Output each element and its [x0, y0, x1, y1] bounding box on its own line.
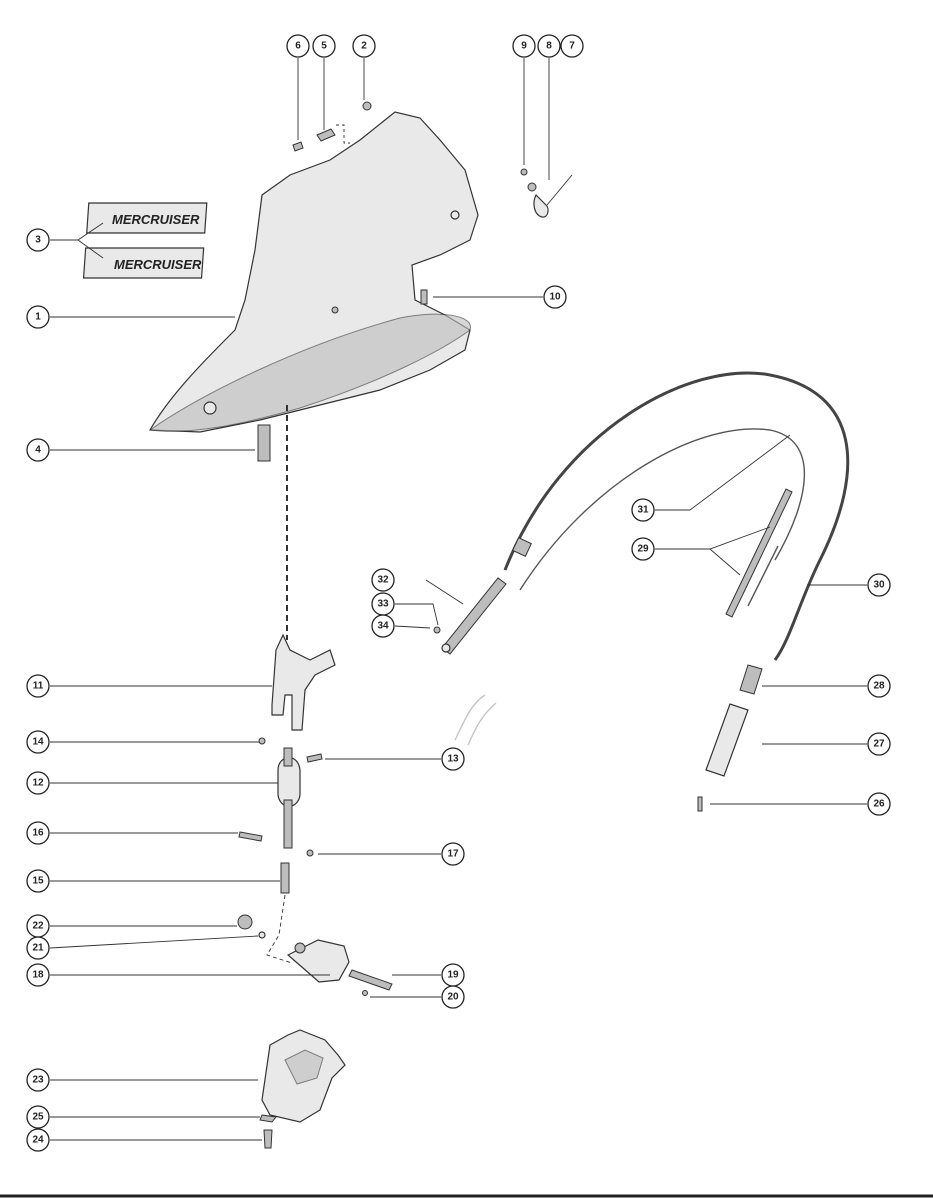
shift-plate-assembly: [259, 1029, 346, 1149]
svg-text:19: 19: [447, 970, 459, 981]
drive-housing: [148, 111, 479, 433]
callout-26: 26: [867, 792, 891, 816]
callout-17: 17: [441, 842, 465, 866]
leader-lines: [49, 58, 867, 1141]
callout-22: 22: [26, 914, 50, 938]
svg-text:14: 14: [32, 737, 44, 748]
pin: [697, 796, 703, 812]
svg-text:24: 24: [32, 1135, 44, 1146]
svg-text:6: 6: [295, 41, 301, 52]
svg-text:30: 30: [873, 580, 885, 591]
svg-text:27: 27: [873, 739, 885, 750]
svg-text:9: 9: [521, 41, 527, 52]
svg-text:8: 8: [546, 41, 552, 52]
callout-18: 18: [26, 963, 50, 987]
svg-text:28: 28: [873, 681, 885, 692]
svg-text:7: 7: [569, 41, 575, 52]
shift-cable-assembly: [433, 371, 850, 661]
callout-30: 30: [867, 573, 891, 597]
shift-wire: [747, 545, 779, 607]
callout-11: 11: [26, 674, 50, 698]
callout-31: 31: [631, 498, 655, 522]
svg-text:3: 3: [35, 235, 41, 246]
svg-text:17: 17: [447, 849, 459, 860]
mount-hole-icon: [203, 401, 217, 415]
mount-hole-icon: [331, 306, 339, 314]
callout-1: 1: [26, 305, 50, 329]
svg-text:33: 33: [377, 599, 389, 610]
callout-20: 20: [441, 985, 465, 1009]
cable-boot: [705, 703, 749, 777]
decal-lower: MERCRUISER: [82, 247, 205, 279]
svg-text:15: 15: [32, 876, 44, 887]
callout-28: 28: [867, 674, 891, 698]
callout-6: 6: [286, 34, 310, 58]
svg-text:25: 25: [32, 1112, 44, 1123]
svg-text:21: 21: [32, 943, 44, 954]
svg-text:5: 5: [321, 41, 327, 52]
svg-text:16: 16: [32, 828, 44, 839]
callout-33: 33: [371, 592, 395, 616]
svg-text:2: 2: [361, 41, 367, 52]
svg-text:31: 31: [637, 505, 649, 516]
cable-end-fitting: [739, 664, 763, 695]
callout-9: 9: [512, 34, 536, 58]
callout-3: 3: [26, 228, 50, 252]
shift-tube: [725, 488, 793, 618]
svg-text:11: 11: [33, 681, 44, 692]
svg-text:34: 34: [377, 621, 389, 632]
decal-upper-text: MERCRUISER: [112, 212, 200, 227]
svg-text:10: 10: [549, 292, 561, 303]
svg-text:13: 13: [447, 754, 459, 765]
callout-21: 21: [26, 936, 50, 960]
small-hardware-top: [257, 101, 573, 462]
decal-lower-text: MERCRUISER: [114, 257, 202, 272]
callout-27: 27: [867, 732, 891, 756]
svg-text:1: 1: [35, 312, 41, 323]
callout-23: 23: [26, 1068, 50, 1092]
svg-text:4: 4: [35, 445, 41, 456]
svg-text:12: 12: [32, 778, 44, 789]
svg-text:22: 22: [32, 921, 44, 932]
callout-4: 4: [26, 438, 50, 462]
callout-32: 32: [371, 568, 395, 592]
callouts: 6 5 2 9 8 7 3 1 10 4 31 29 32 30 33 34 1…: [26, 34, 891, 1152]
callout-29: 29: [631, 537, 655, 561]
callout-10: 10: [543, 285, 567, 309]
svg-text:23: 23: [32, 1075, 44, 1086]
svg-text:20: 20: [447, 992, 459, 1003]
callout-8: 8: [537, 34, 561, 58]
shift-bracket: [237, 633, 393, 996]
callout-7: 7: [560, 34, 584, 58]
callout-13: 13: [441, 747, 465, 771]
svg-text:29: 29: [637, 544, 649, 555]
svg-text:26: 26: [873, 799, 885, 810]
svg-text:18: 18: [32, 970, 44, 981]
callout-12: 12: [26, 771, 50, 795]
callout-2: 2: [352, 34, 376, 58]
callout-14: 14: [26, 730, 50, 754]
callout-34: 34: [371, 614, 395, 638]
svg-text:32: 32: [377, 575, 389, 586]
callout-24: 24: [26, 1128, 50, 1152]
decal-upper: MERCRUISER: [86, 202, 208, 234]
callout-25: 25: [26, 1105, 50, 1129]
mount-hole-icon: [450, 210, 460, 220]
callout-19: 19: [441, 963, 465, 987]
callout-15: 15: [26, 869, 50, 893]
callout-16: 16: [26, 821, 50, 845]
callout-5: 5: [312, 34, 336, 58]
